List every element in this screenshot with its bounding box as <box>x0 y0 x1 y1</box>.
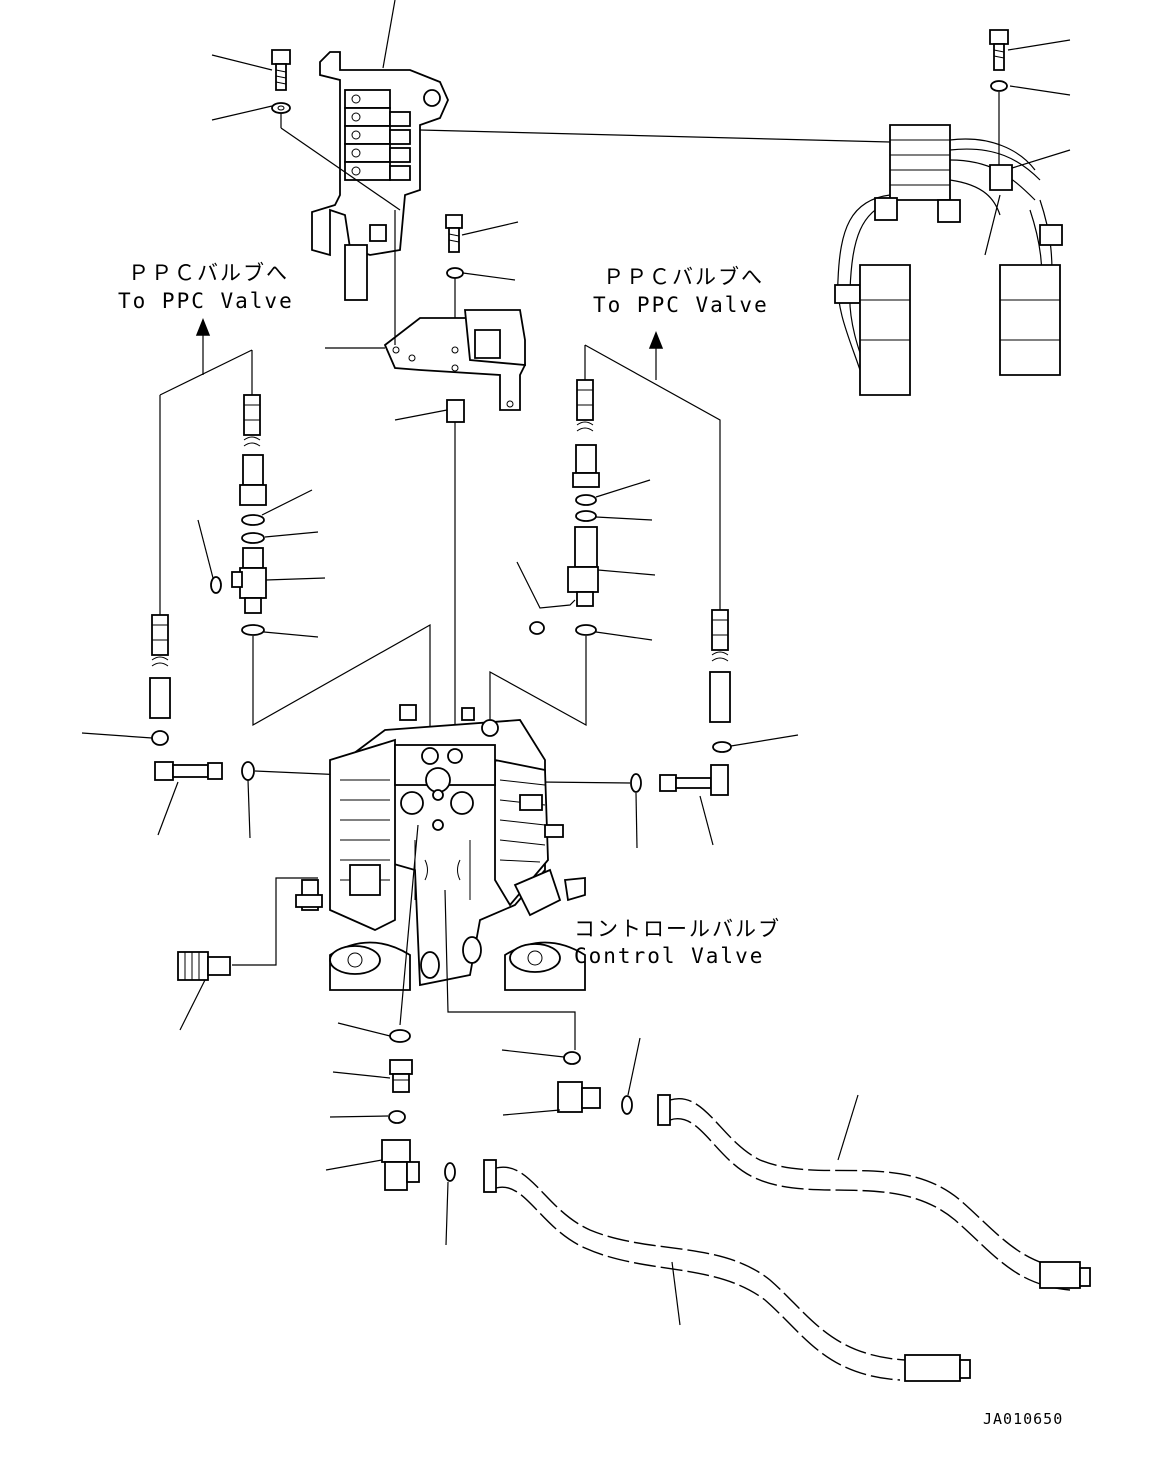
o-ring-l3 <box>210 576 222 594</box>
o-ring-r4 <box>575 624 597 636</box>
bolt-3 <box>445 214 463 253</box>
tee-fitting-left <box>231 547 267 614</box>
pipe-left <box>149 614 171 719</box>
control-valve-label-en: Control Valve <box>574 944 765 968</box>
washer-3 <box>446 267 464 279</box>
adapter-bottom <box>389 1059 413 1093</box>
elbow-bottom-right <box>557 1081 601 1113</box>
ppc-fitting-left <box>239 394 267 506</box>
ppc-fitting-right <box>572 379 600 488</box>
pipe-right <box>709 609 731 723</box>
hose-upper <box>657 1094 1091 1291</box>
o-ring-r5 <box>712 741 732 753</box>
o-ring-r3 <box>529 621 545 635</box>
bolt-2 <box>989 29 1009 71</box>
o-ring-l2 <box>241 532 265 544</box>
elbow-right <box>659 764 729 796</box>
tee-fitting-right <box>567 526 599 607</box>
o-ring-b4 <box>563 1051 581 1065</box>
o-ring-r2 <box>575 510 597 522</box>
spacer <box>446 399 465 423</box>
bolt-1 <box>271 49 291 91</box>
o-ring-l4 <box>241 624 265 636</box>
drawing-number: JA010650 <box>983 1410 1064 1428</box>
o-ring-r1 <box>575 494 597 506</box>
control-valve-label-ja: コントロールバルブ <box>574 917 781 941</box>
plug-left <box>295 879 323 911</box>
o-ring-b2 <box>388 1110 406 1124</box>
elbow-bottom-left <box>381 1139 420 1191</box>
o-ring-b1 <box>389 1029 411 1043</box>
o-ring-b3 <box>444 1162 456 1182</box>
o-ring-r6 <box>630 773 642 793</box>
o-ring-l5 <box>151 730 169 746</box>
hose-lower <box>483 1159 971 1382</box>
ppc-right-label-ja: ＰＰＣバルブへ <box>603 265 764 289</box>
o-ring-b5 <box>621 1095 633 1115</box>
control-valve-body <box>329 704 586 991</box>
o-ring-l1 <box>241 514 265 526</box>
ppc-left-label-en: To PPC Valve <box>118 289 294 313</box>
sensor-left <box>177 951 231 981</box>
wiring-harness <box>834 124 1063 396</box>
ppc-left-label-ja: ＰＰＣバルブへ <box>128 261 289 285</box>
washer-1 <box>271 102 291 114</box>
connector-bracket <box>311 51 449 301</box>
ppc-right-label-en: To PPC Valve <box>593 293 769 317</box>
solenoid-bracket <box>383 309 526 411</box>
o-ring-l6 <box>241 761 255 781</box>
washer-2 <box>990 80 1008 92</box>
elbow-left <box>154 761 223 781</box>
